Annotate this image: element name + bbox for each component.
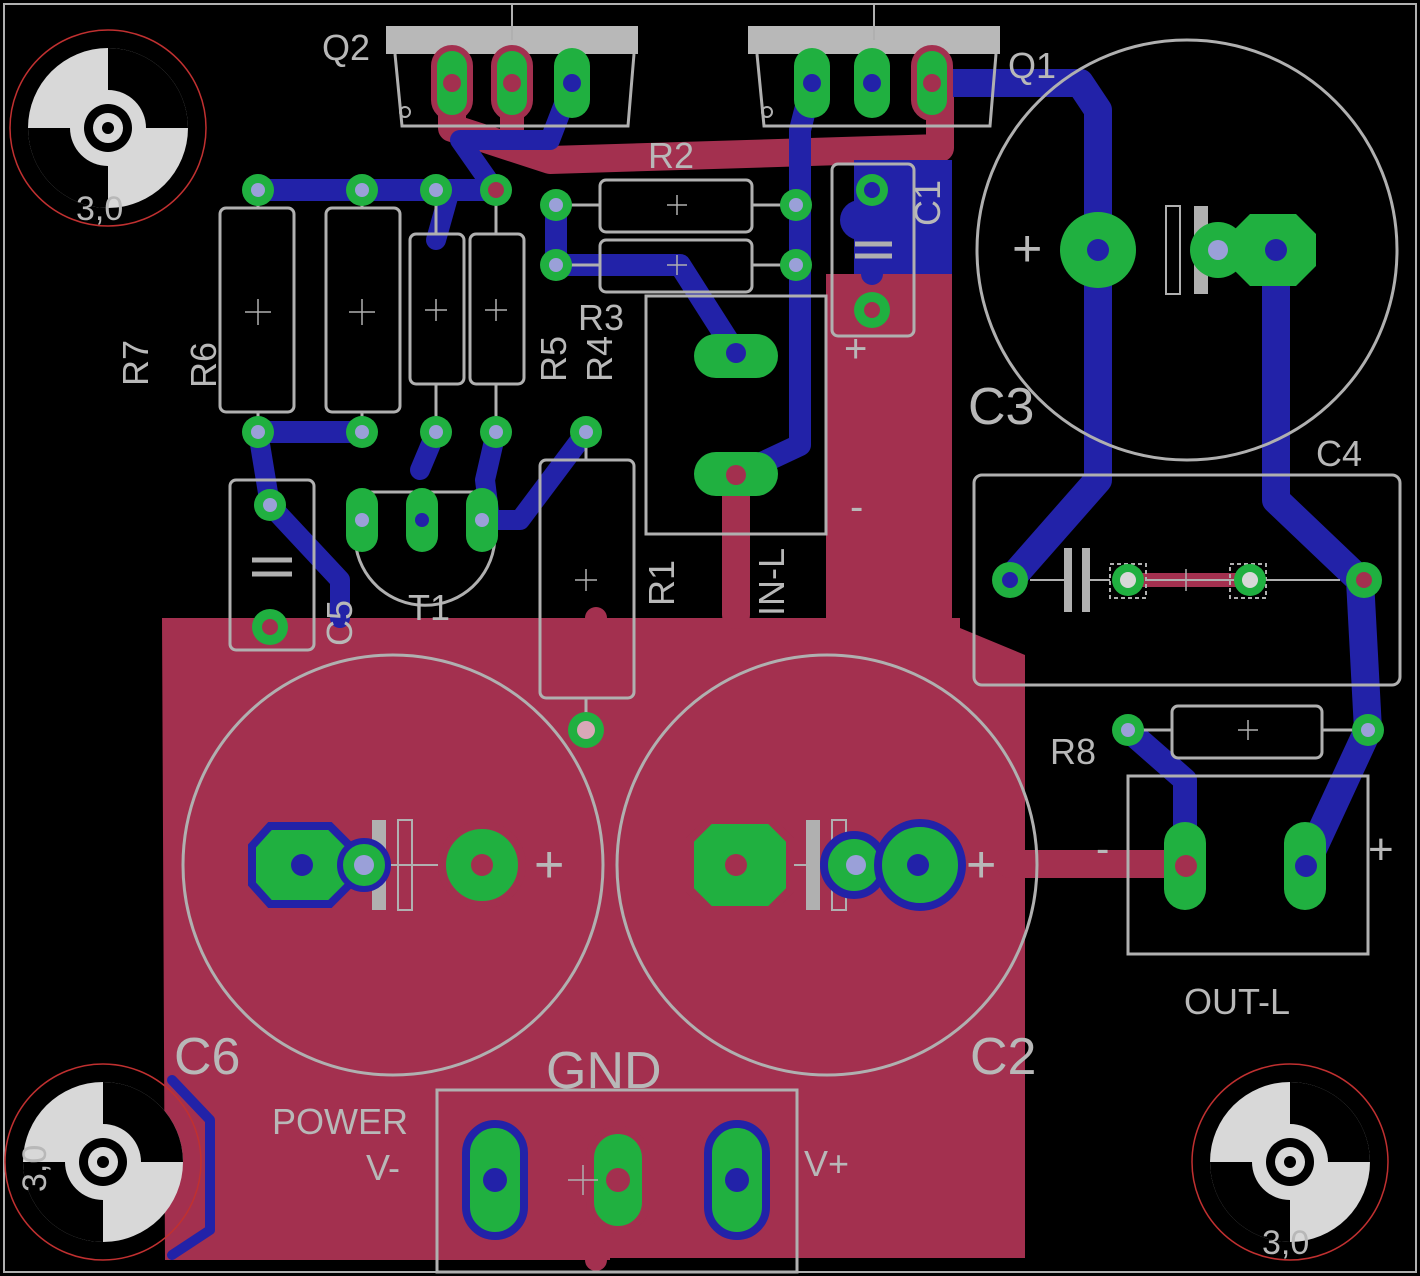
- polarity-plus-c1: +: [844, 327, 867, 371]
- label-c2: C2: [970, 1028, 1036, 1086]
- silkscreen-labels: Q2 Q1 R2 C1 C3 C4 R7 R6 R5 R4 R3 R1 IN-L…: [16, 27, 1394, 1262]
- rail-pour: [826, 274, 952, 628]
- label-r4: R4: [579, 336, 620, 382]
- drills-layer: [251, 74, 1375, 1192]
- label-q2: Q2: [322, 27, 370, 68]
- hole-label-bl: 3,0: [16, 1145, 54, 1192]
- polarity-plus-c2: +: [966, 836, 996, 894]
- hole-label-tl: 3,0: [76, 190, 123, 228]
- label-r3: R3: [578, 297, 624, 338]
- label-v-plus: V+: [804, 1143, 849, 1184]
- label-out-l: OUT-L: [1184, 981, 1290, 1022]
- polarity-plus-out: +: [1368, 825, 1394, 874]
- polarity-minus-c1: -: [850, 485, 863, 529]
- label-c4: C4: [1316, 433, 1362, 474]
- label-c5: C5: [319, 600, 360, 646]
- hole-label-br: 3,0: [1262, 1224, 1309, 1262]
- label-in-l: IN-L: [751, 548, 792, 616]
- label-gnd: GND: [546, 1042, 662, 1100]
- label-r6: R6: [183, 342, 224, 388]
- polarity-plus-c3: +: [1012, 220, 1042, 278]
- label-r1: R1: [641, 560, 682, 606]
- polarity-plus-c6: +: [534, 836, 564, 894]
- mount-hole-bl: [4, 1063, 202, 1261]
- label-t1: T1: [408, 587, 450, 628]
- label-r7: R7: [115, 340, 156, 386]
- label-r5: R5: [533, 336, 574, 382]
- label-r2: R2: [648, 135, 694, 176]
- label-c6: C6: [174, 1028, 240, 1086]
- mount-hole-tl: [9, 29, 207, 227]
- label-c3: C3: [968, 378, 1034, 436]
- label-r8: R8: [1050, 731, 1096, 772]
- label-power: POWER: [272, 1101, 408, 1142]
- label-v-minus: V-: [366, 1147, 400, 1188]
- polarity-minus-out: -: [1096, 827, 1109, 871]
- label-q1: Q1: [1008, 45, 1056, 86]
- mount-hole-br: [1191, 1063, 1389, 1261]
- label-c1: C1: [907, 180, 948, 226]
